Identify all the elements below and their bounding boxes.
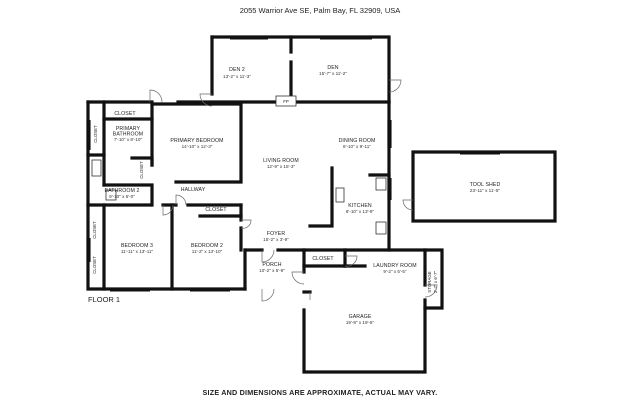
fixtures: FP	[91, 95, 387, 235]
room-dims-living: 12'-9" x 15'-3"	[267, 164, 296, 169]
room-dims-bed2: 11'-2" x 13'-10"	[192, 249, 223, 254]
walls	[86, 35, 557, 374]
stove	[375, 177, 387, 191]
room-name-dining: DINING ROOM	[339, 138, 376, 144]
toilet	[105, 189, 117, 201]
fireplace	[275, 95, 297, 107]
room-dims-kitchen: 8'-10" x 13'-9"	[346, 209, 375, 214]
room-dims-storage: 2'-7" x 6'-7"	[433, 271, 438, 294]
room-name-bath2: BATHROOM 2	[105, 188, 140, 194]
room-name-den: DEN	[327, 65, 338, 71]
room-name-hallway: HALLWAY	[181, 187, 206, 193]
room-name-closet-side: CLOSET	[93, 125, 98, 143]
room-name-porch: PORCH	[262, 262, 281, 268]
room-name-closet-bed3b: CLOSET	[92, 256, 97, 274]
room-dims-primary-bath: 7'-10" x 8'-10"	[114, 137, 143, 142]
room-dims-dining: 8'-10" x 9'-11"	[343, 144, 371, 149]
floor-label: FLOOR 1	[88, 295, 121, 304]
room-dims-foyer: 15'-2" x 3'-9"	[263, 237, 289, 242]
disclaimer: SIZE AND DIMENSIONS ARE APPROXIMATE, ACT…	[202, 388, 438, 397]
room-name-bed3: BEDROOM 3	[121, 243, 153, 249]
room-dims-den: 15'-7" x 11'-2"	[319, 71, 347, 76]
room-dims-porch: 10'-2" x 5'-9"	[259, 268, 285, 273]
room-name-storage: STORAGE	[427, 271, 432, 292]
room-dims-primary-bed: 14'-10" x 12'-3"	[182, 144, 213, 149]
room-name-living: LIVING ROOM	[263, 158, 299, 164]
bathtub	[91, 159, 102, 177]
fridge	[375, 221, 387, 235]
room-name-bed2: BEDROOM 2	[191, 243, 223, 249]
fireplace-label: FP	[283, 99, 289, 104]
sink	[335, 187, 345, 203]
room-name-primary-bed: PRIMARY BEDROOM	[170, 138, 223, 144]
room-name-den2: DEN 2	[229, 67, 245, 73]
room-name-closet-primary: CLOSET	[114, 111, 136, 117]
room-dims-den2: 13'-2" x 11'-3"	[223, 74, 251, 79]
room-name-garage: GARAGE	[349, 314, 372, 320]
room-name-closet-bed2: CLOSET	[205, 207, 227, 213]
room-name-closet-small: CLOSET	[139, 161, 144, 179]
room-dims-tool-shed: 23'-11" x 11'-5"	[470, 188, 500, 193]
room-name-closet-bed3a: CLOSET	[92, 221, 97, 239]
room-dims-bed3: 11'-11" x 13'-11"	[121, 249, 154, 254]
room-labels: DEN 2 13'-2" x 11'-3" DEN 15'-7" x 11'-2…	[92, 65, 500, 325]
room-name-tool-shed: TOOL SHED	[470, 182, 501, 188]
room-name-foyer: FOYER	[267, 231, 286, 237]
doors	[149, 79, 438, 302]
address-header: 2055 Warrior Ave SE, Palm Bay, FL 32909,…	[239, 6, 401, 15]
room-dims-bath2: 9'-10" x 5'-0"	[109, 194, 135, 199]
room-name-closet-garage: CLOSET	[312, 256, 334, 262]
room-name-kitchen: KITCHEN	[348, 203, 372, 209]
room-name-laundry: LAUNDRY ROOM	[373, 263, 416, 269]
room-dims-garage: 19'-9" x 19'-5"	[346, 320, 375, 325]
room-dims-laundry: 9'-2" x 5'-5"	[383, 269, 407, 274]
